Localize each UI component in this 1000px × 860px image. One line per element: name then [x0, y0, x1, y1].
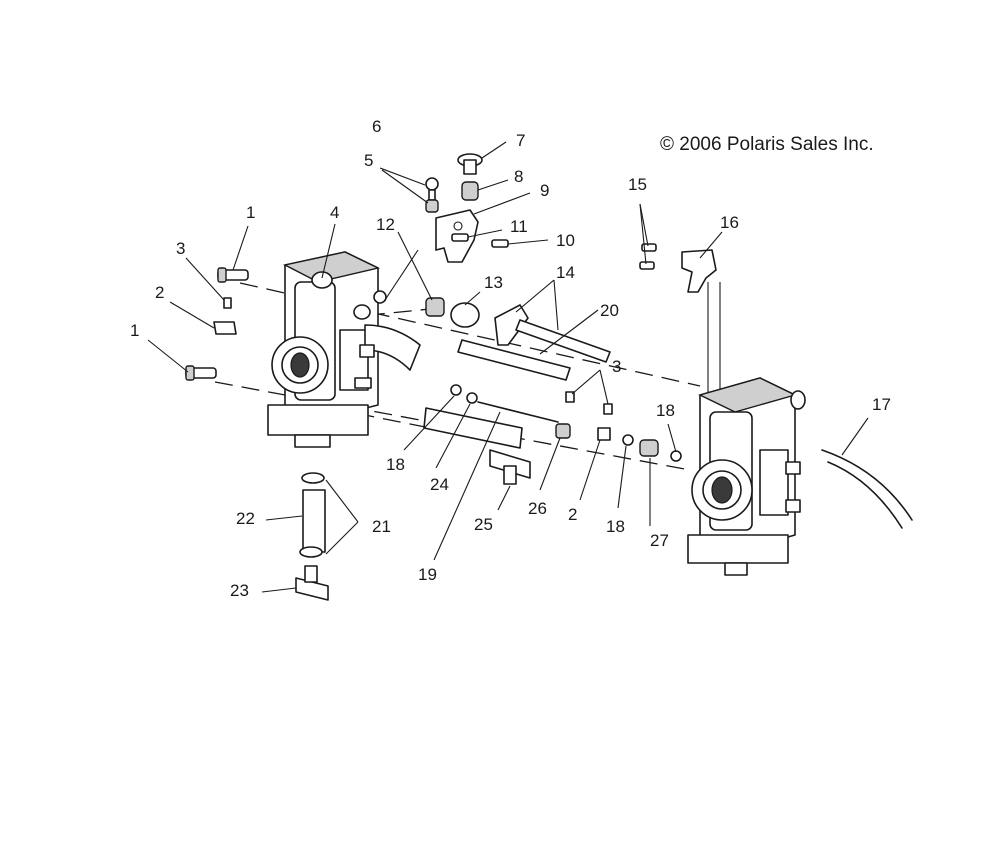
callout-20: 20 — [600, 301, 619, 320]
cable-bracket — [681, 249, 717, 293]
callout-23: 23 — [230, 581, 249, 600]
hardware-parts — [185, 153, 913, 601]
callout-18-left: 18 — [386, 455, 405, 474]
callout-11: 11 — [510, 217, 528, 236]
callout-27: 27 — [650, 531, 669, 550]
right-carburetor — [687, 377, 806, 576]
callout-12: 12 — [376, 215, 395, 234]
callout-16: 16 — [720, 213, 739, 232]
callout-18-right: 18 — [656, 401, 675, 420]
callout-21: 21 — [372, 517, 391, 536]
callout-5: 5 — [364, 151, 373, 170]
copyright-notice: © 2006 Polaris Sales Inc. — [660, 134, 874, 155]
callout-3-left: 3 — [176, 239, 185, 258]
callout-14: 14 — [556, 263, 575, 282]
callout-7: 7 — [516, 131, 525, 150]
callout-2-center: 2 — [568, 505, 577, 524]
leader-lines — [147, 141, 869, 593]
callout-17: 17 — [872, 395, 891, 414]
callout-22: 22 — [236, 509, 255, 528]
callout-25: 25 — [474, 515, 493, 534]
callout-15: 15 — [628, 175, 647, 194]
callout-26: 26 — [528, 499, 547, 518]
callout-24: 24 — [430, 475, 449, 494]
callout-9: 9 — [540, 181, 549, 200]
callout-18-center: 18 — [606, 517, 625, 536]
callout-4: 4 — [330, 203, 339, 222]
callout-1-lower: 1 — [130, 321, 139, 340]
callout-13: 13 — [484, 273, 503, 292]
callout-numbers: 1 1 2 2 3 3 4 5 6 7 8 9 10 11 12 13 14 1… — [130, 117, 891, 600]
callout-6: 6 — [372, 117, 381, 136]
callout-2-left: 2 — [155, 283, 164, 302]
callout-1-upper: 1 — [246, 203, 255, 222]
callout-3-center: 3 — [612, 357, 621, 376]
callout-10: 10 — [556, 231, 575, 250]
left-carburetor — [267, 251, 421, 448]
callout-8: 8 — [514, 167, 523, 186]
callout-19: 19 — [418, 565, 437, 584]
